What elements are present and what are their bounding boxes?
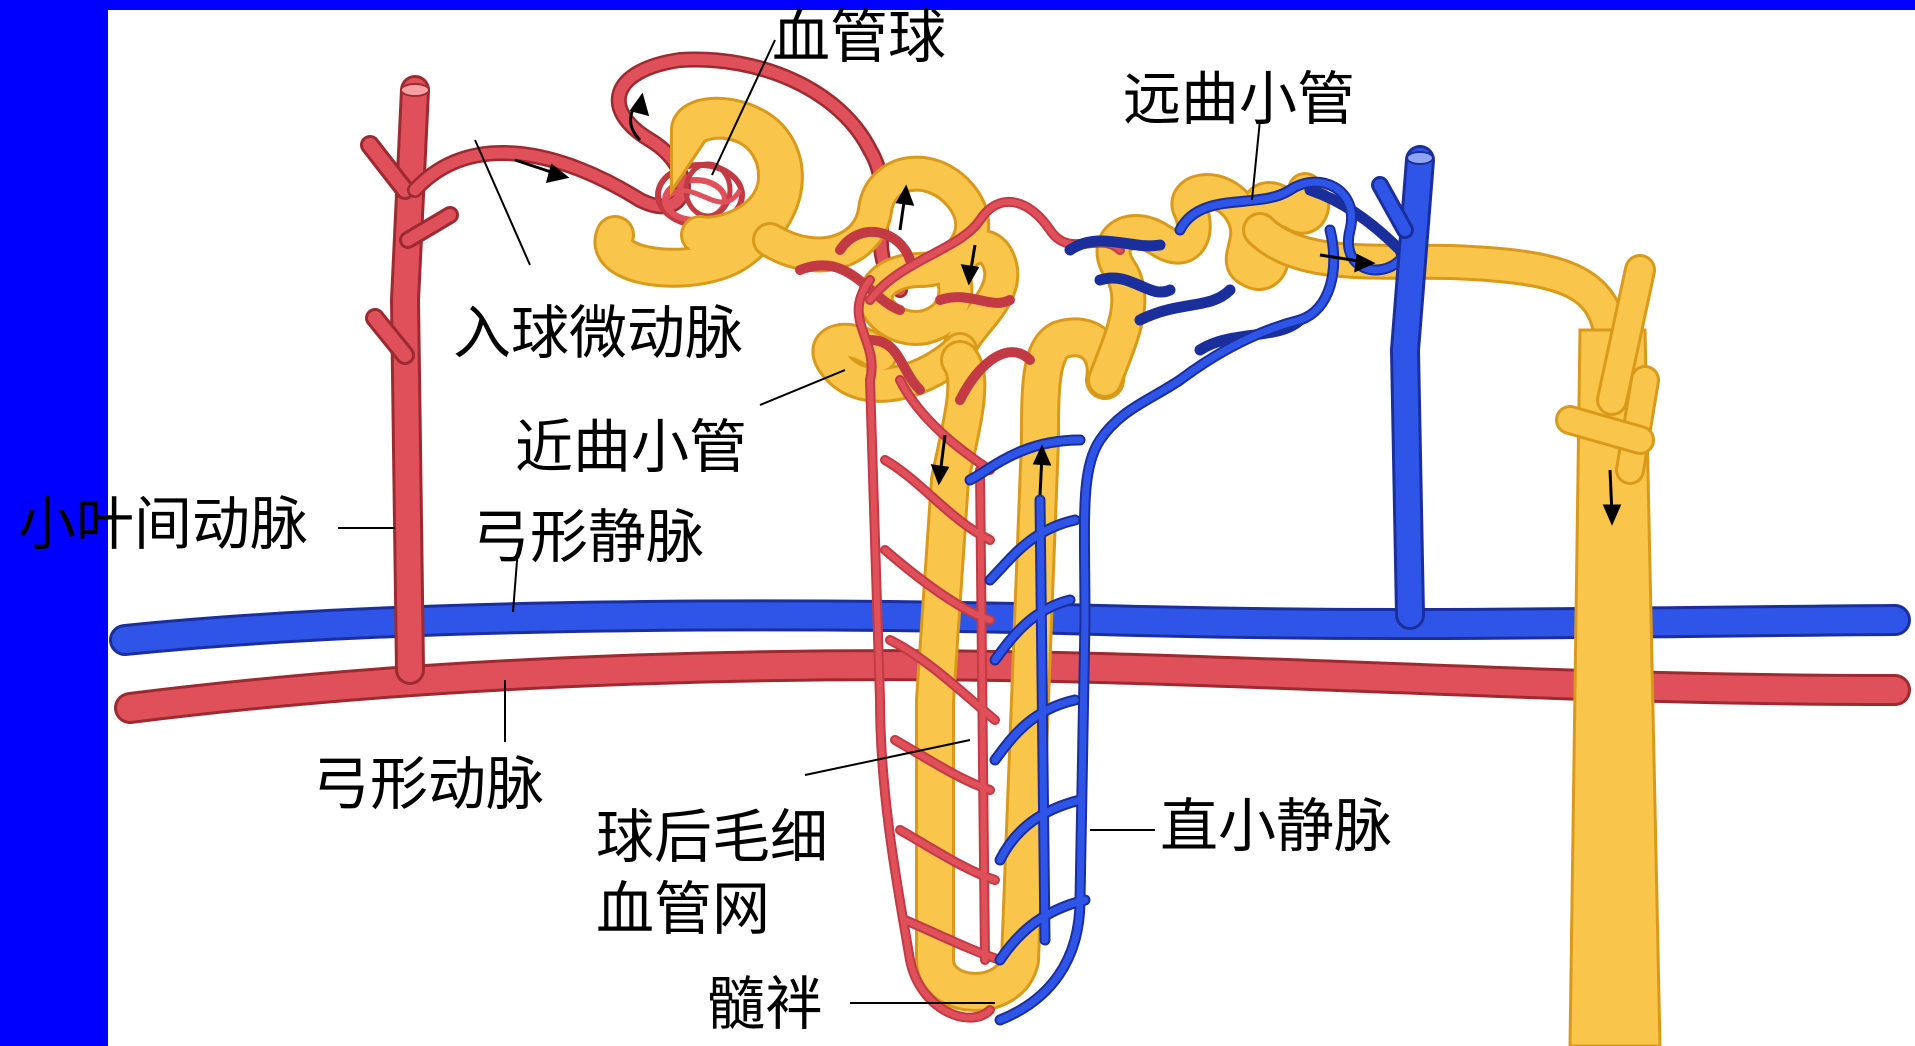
- label-glomerulus: 血管球: [772, 8, 946, 66]
- label-afferent-arteriole: 入球微动脉: [453, 304, 743, 362]
- label-medullary-loop: 髓袢: [707, 975, 823, 1033]
- label-peritubular-capillary-line1: 球后毛细: [596, 808, 828, 866]
- label-arcuate-artery: 弓形动脉: [312, 755, 544, 813]
- label-arcuate-vein: 弓形静脉: [472, 508, 704, 566]
- label-peritubular-capillary-line2: 血管网: [596, 880, 770, 938]
- label-vasa-recta: 直小静脉: [1160, 797, 1392, 855]
- interlobular-vein-vessel: [1380, 152, 1433, 615]
- nephron-tubule: [613, 117, 1660, 1046]
- label-proximal-convoluted-tubule: 近曲小管: [515, 418, 747, 476]
- label-interlobular-artery: 小叶间动脉: [18, 495, 308, 553]
- label-distal-convoluted-tubule: 远曲小管: [1123, 70, 1355, 128]
